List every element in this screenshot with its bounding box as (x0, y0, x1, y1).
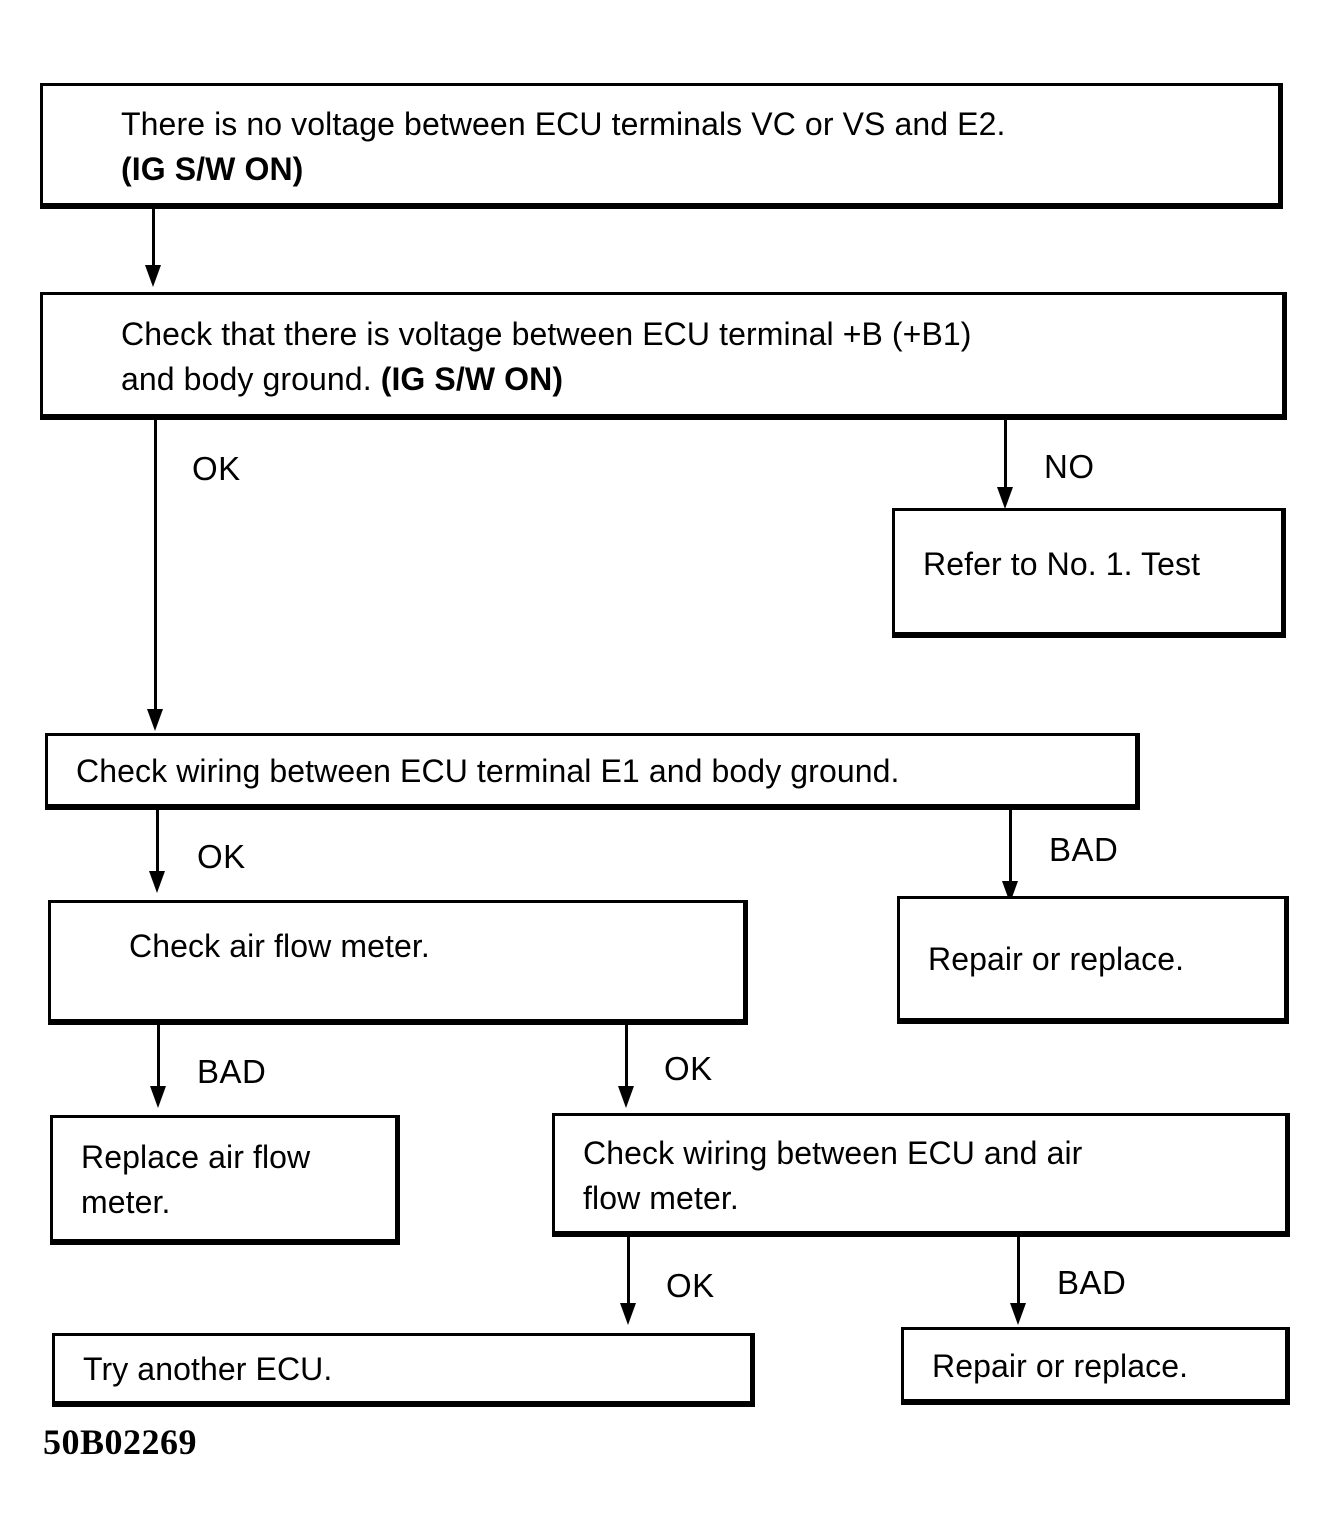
node-repair-or-replace-2: Repair or replace. (901, 1327, 1290, 1405)
edge-ecu-afm-bad-line (1017, 1237, 1020, 1309)
node-check-e1-wiring-line1: Check wiring between ECU terminal E1 and… (76, 753, 900, 789)
edge-ecu-afm-bad-arrowhead (1010, 1303, 1026, 1325)
edge-label-ecu-afm-ok: OK (666, 1267, 715, 1304)
edge-e1-ok-arrowhead (149, 871, 165, 893)
edge-label-b-voltage-no: NO (1044, 448, 1095, 485)
node-check-b-voltage: Check that there is voltage between ECU … (40, 292, 1287, 420)
node-replace-air-flow-meter: Replace air flow meter. (50, 1115, 400, 1245)
edge-ecu-afm-ok-arrowhead (620, 1303, 636, 1325)
node-refer-test: Refer to No. 1. Test (892, 508, 1286, 638)
edge-afm-bad-arrowhead (150, 1086, 166, 1108)
node-check-b-voltage-line2-plain: and body ground. (121, 361, 381, 397)
node-symptom-line1: There is no voltage between ECU terminal… (121, 106, 1006, 142)
edge-symptom-to-check-b (152, 209, 155, 271)
node-check-ecu-afm-wiring-line1: Check wiring between ECU and air (583, 1135, 1083, 1171)
node-repair-or-replace-2-line1: Repair or replace. (932, 1348, 1189, 1384)
edge-label-ecu-afm-bad: BAD (1057, 1264, 1127, 1301)
node-refer-test-line1: Refer to No. 1. Test (923, 546, 1201, 582)
node-check-ecu-afm-wiring-line2: flow meter. (583, 1180, 739, 1216)
node-check-b-voltage-line2: and body ground. (IG S/W ON) (43, 354, 1282, 404)
edge-b-voltage-no-arrowhead (997, 487, 1013, 509)
node-check-b-voltage-line1: Check that there is voltage between ECU … (121, 316, 972, 352)
edge-label-e1-ok: OK (197, 838, 246, 875)
edge-label-afm-bad: BAD (197, 1053, 267, 1090)
edge-e1-bad-line (1009, 810, 1012, 886)
edge-e1-ok-line (156, 810, 159, 876)
edge-ecu-afm-ok-line (627, 1237, 630, 1309)
node-repair-or-replace-1: Repair or replace. (897, 896, 1289, 1024)
node-check-air-flow-meter-line1: Check air flow meter. (129, 928, 430, 964)
edge-b-voltage-ok-line (154, 420, 157, 715)
edge-afm-bad-line (157, 1025, 160, 1091)
node-check-ecu-afm-wiring: Check wiring between ECU and air flow me… (552, 1113, 1290, 1237)
node-check-b-voltage-line2-bold: (IG S/W ON) (380, 361, 564, 397)
node-check-air-flow-meter: Check air flow meter. (48, 900, 748, 1025)
edge-label-b-voltage-ok: OK (192, 450, 241, 487)
edge-b-voltage-no-line (1004, 420, 1007, 492)
edge-label-e1-bad: BAD (1049, 831, 1119, 868)
node-replace-air-flow-meter-line2: meter. (81, 1184, 171, 1220)
node-check-e1-wiring: Check wiring between ECU terminal E1 and… (45, 733, 1140, 810)
node-repair-or-replace-1-line1: Repair or replace. (928, 941, 1185, 977)
edge-symptom-to-check-b-arrowhead (145, 265, 161, 287)
edge-afm-ok-line (625, 1025, 628, 1091)
node-try-another-ecu: Try another ECU. (52, 1333, 755, 1407)
node-symptom-line2: (IG S/W ON) (121, 151, 304, 187)
edge-b-voltage-ok-arrowhead (147, 709, 163, 731)
reference-code: 50B02269 (43, 1422, 198, 1462)
node-try-another-ecu-line1: Try another ECU. (83, 1351, 333, 1387)
node-replace-air-flow-meter-line1: Replace air flow (81, 1139, 311, 1175)
edge-label-afm-ok: OK (664, 1050, 713, 1087)
edge-afm-ok-arrowhead (618, 1086, 634, 1108)
node-symptom: There is no voltage between ECU terminal… (40, 83, 1283, 209)
